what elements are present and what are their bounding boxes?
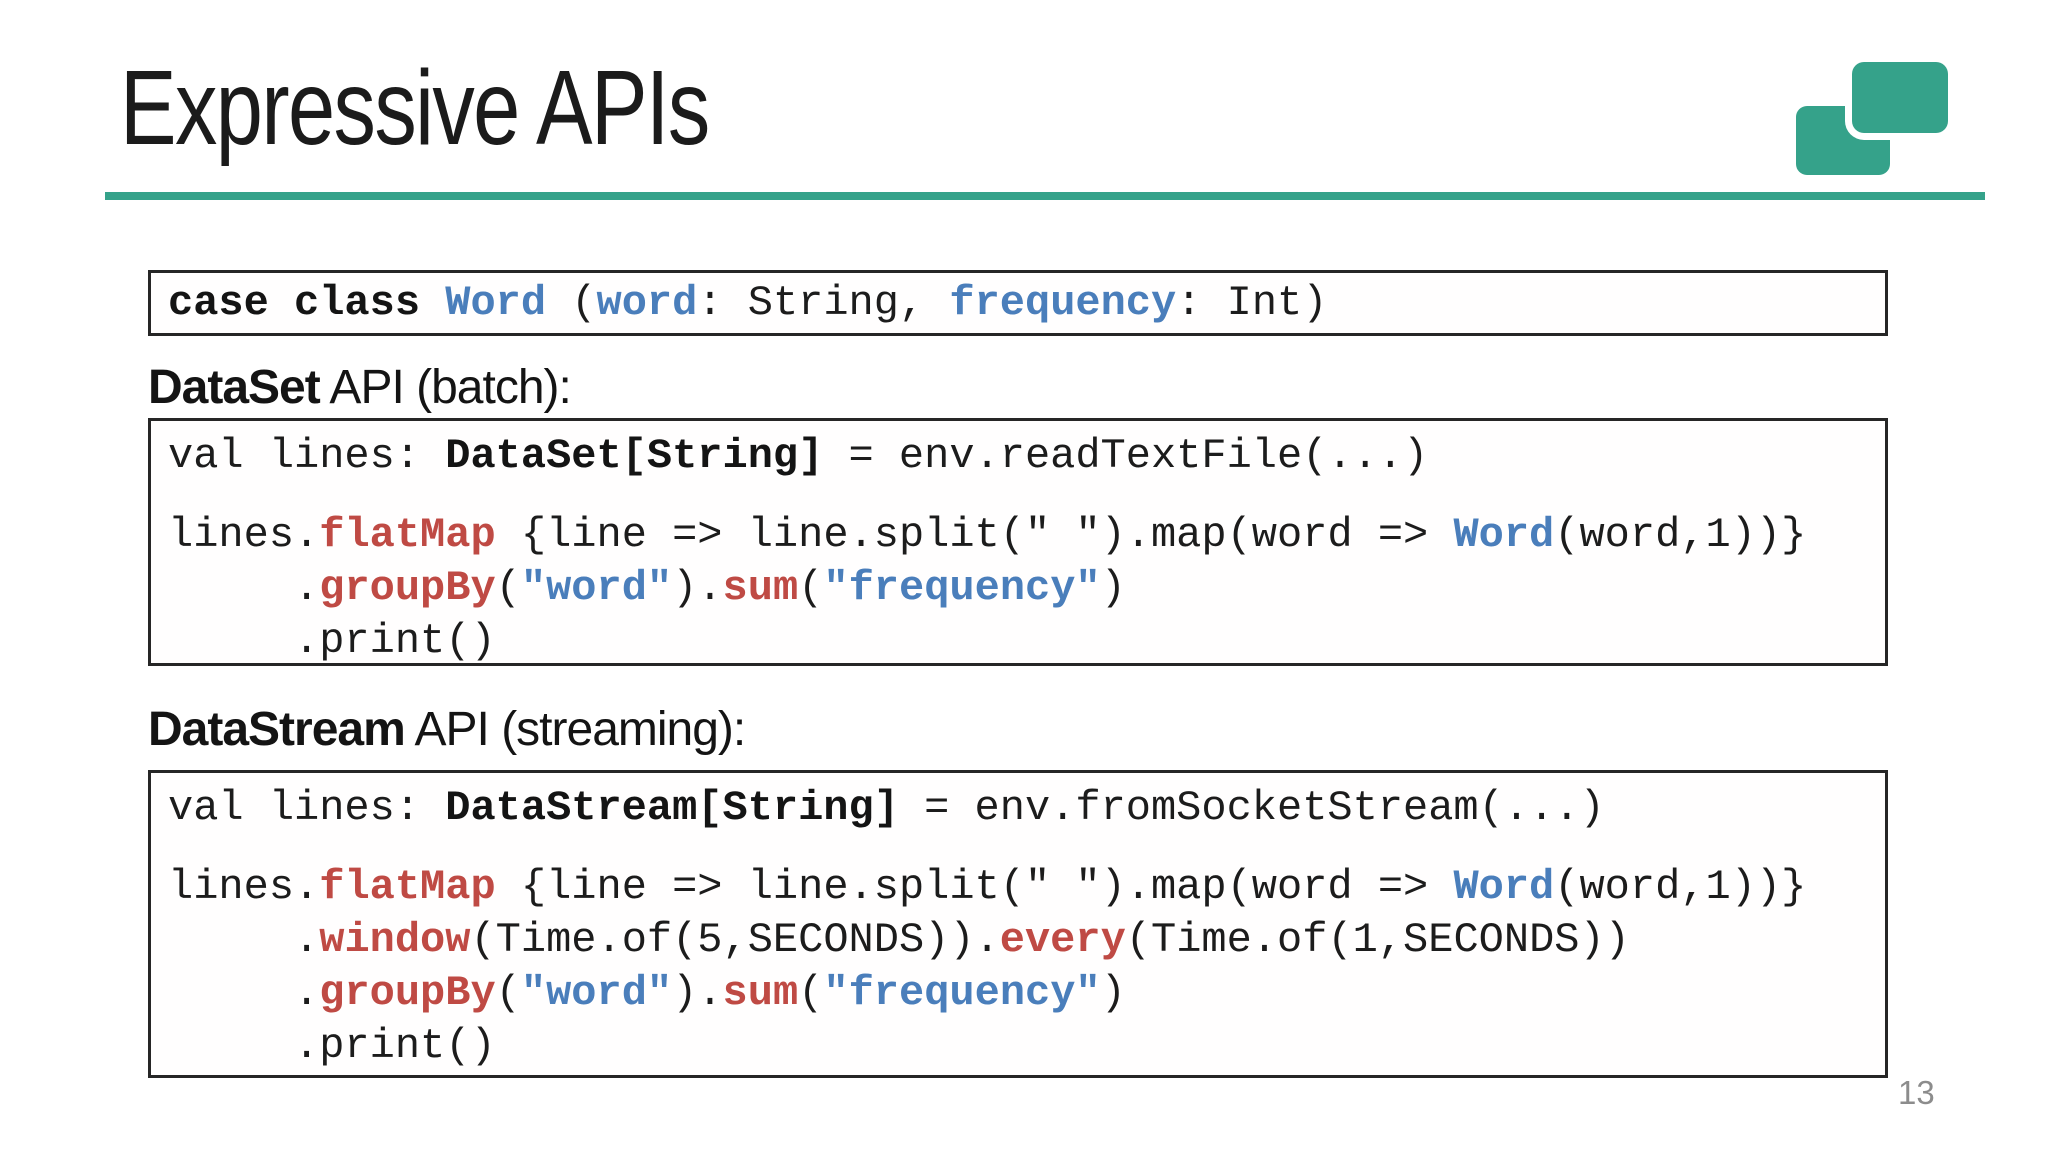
code-line: .print() (168, 1022, 496, 1070)
code-line: .groupBy("word").sum("frequency") (168, 564, 1126, 612)
code-line: lines.flatMap {line => line.split(" ").m… (168, 511, 1807, 559)
code-line: .groupBy("word").sum("frequency") (168, 969, 1126, 1017)
dataset-heading-bold: DataSet (148, 361, 321, 414)
code-line: lines.flatMap {line => line.split(" ").m… (168, 863, 1807, 911)
logo-front-square (1852, 62, 1948, 133)
title-underline (105, 192, 1985, 200)
dataset-heading-rest: API (batch): (319, 361, 571, 414)
page-number: 13 (1898, 1074, 1935, 1111)
datastream-heading-rest: API (streaming): (404, 703, 746, 756)
code-line: val lines: DataStream[String] = env.from… (168, 784, 1605, 832)
code-line (168, 835, 1885, 861)
code-line: case class Word (word: String, frequency… (168, 279, 1328, 327)
code-line: .print() (168, 617, 496, 665)
case-class-code-box: case class Word (word: String, frequency… (148, 270, 1888, 336)
datastream-section-heading: DataStream API (streaming): (148, 702, 746, 757)
dataset-section-heading: DataSet API (batch): (148, 360, 572, 415)
datastream-code-box: val lines: DataStream[String] = env.from… (148, 770, 1888, 1078)
page-title: Expressive APIs (120, 49, 710, 167)
code-line (168, 483, 1885, 509)
datastream-heading-bold: DataStream (148, 703, 406, 756)
code-line: .window(Time.of(5,SECONDS)).every(Time.o… (168, 916, 1630, 964)
overlapping-squares-icon (1793, 58, 1998, 186)
code-line: val lines: DataSet[String] = env.readTex… (168, 432, 1429, 480)
dataset-code-box: val lines: DataSet[String] = env.readTex… (148, 418, 1888, 666)
